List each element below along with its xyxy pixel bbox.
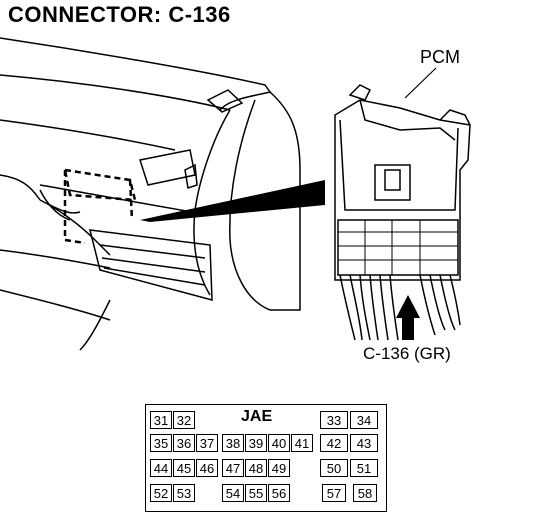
pin-38: 38 — [222, 434, 244, 452]
page-title: CONNECTOR: C-136 — [8, 2, 231, 27]
pin-31: 31 — [150, 411, 172, 429]
pin-33: 33 — [320, 411, 348, 429]
pin-46: 46 — [196, 459, 218, 477]
locator-pointer — [140, 180, 325, 222]
pin-50: 50 — [320, 459, 348, 477]
pin-40: 40 — [268, 434, 290, 452]
pin-47: 47 — [222, 459, 244, 477]
pin-52: 52 — [150, 484, 172, 502]
pin-39: 39 — [245, 434, 267, 452]
pin-53: 53 — [173, 484, 195, 502]
pin-36: 36 — [173, 434, 195, 452]
pin-43: 43 — [350, 434, 378, 452]
pin-35: 35 — [150, 434, 172, 452]
pcm-label: PCM — [420, 47, 460, 67]
pin-54: 54 — [222, 484, 244, 502]
pin-55: 55 — [245, 484, 267, 502]
connector-arrow-icon — [396, 295, 420, 340]
pin-37: 37 — [196, 434, 218, 452]
pin-49: 49 — [268, 459, 290, 477]
pin-32: 32 — [173, 411, 195, 429]
manufacturer-label: JAE — [241, 408, 273, 425]
pin-41: 41 — [291, 434, 313, 452]
pcm-module-drawing — [334, 84, 471, 341]
connector-label: C-136 (GR) — [363, 344, 451, 363]
connector-pinout: JAE 31 32 33 34 35 36 37 38 39 40 41 42 … — [145, 404, 387, 512]
pin-42: 42 — [320, 434, 348, 452]
pin-58: 58 — [353, 484, 377, 502]
pin-51: 51 — [350, 459, 378, 477]
vehicle-pcm-illustration — [0, 37, 471, 351]
pin-45: 45 — [173, 459, 195, 477]
dashboard-drawing — [0, 37, 301, 351]
pcm-leader-line — [404, 67, 437, 99]
pin-44: 44 — [150, 459, 172, 477]
pin-56: 56 — [268, 484, 290, 502]
pin-34: 34 — [350, 411, 378, 429]
pin-57: 57 — [322, 484, 346, 502]
pin-48: 48 — [245, 459, 267, 477]
